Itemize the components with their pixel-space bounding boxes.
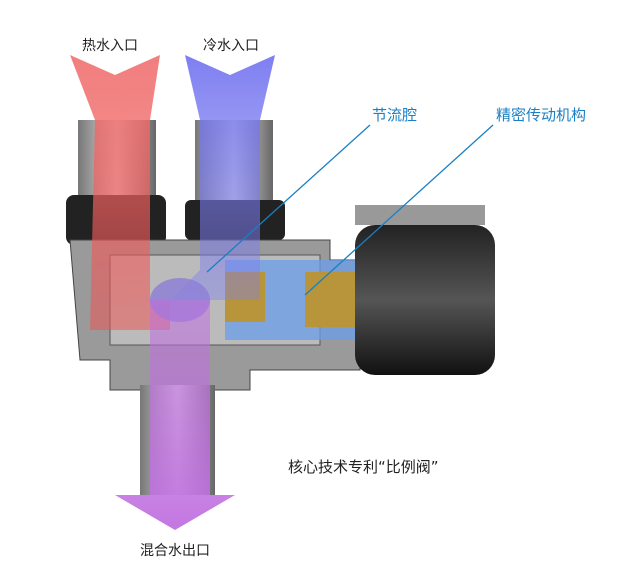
mixed-water-arrow	[115, 300, 235, 530]
callout-line-throttle	[206, 124, 371, 273]
mixed-outlet-label: 混合水出口	[140, 543, 210, 559]
precision-drive-label: 精密传动机构	[496, 106, 587, 124]
patent-caption: 核心技术专利“比例阀”	[288, 458, 439, 476]
throttle-chamber-label: 节流腔	[372, 106, 418, 124]
gear	[305, 272, 355, 327]
hot-inlet-label: 热水入口	[82, 38, 138, 54]
callout-line-drive	[304, 124, 494, 296]
cold-water-arrow	[170, 55, 275, 300]
hot-water-arrow	[70, 55, 170, 330]
motor	[355, 225, 495, 375]
cold-inlet-label: 冷水入口	[203, 38, 259, 54]
motor-bracket	[355, 205, 485, 225]
